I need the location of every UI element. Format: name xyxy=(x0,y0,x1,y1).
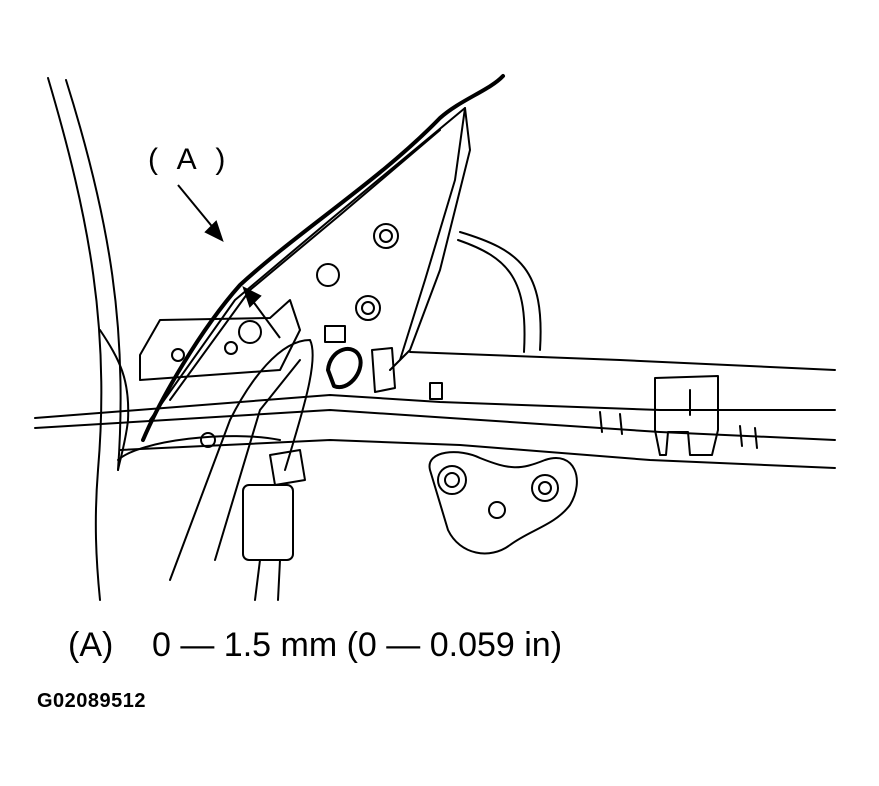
body-curve-inner xyxy=(457,239,526,353)
mirror-cover-inner xyxy=(399,107,466,361)
caption-tag: (A) xyxy=(68,626,114,664)
bolt-5 xyxy=(224,341,238,355)
mirror-cover xyxy=(149,107,471,421)
mount-bracket xyxy=(139,299,301,381)
harness-tube-2 xyxy=(214,359,301,561)
trim-clip xyxy=(654,375,719,456)
small-clip xyxy=(429,382,443,400)
plate-hole xyxy=(488,501,506,519)
harness-tube xyxy=(229,339,314,471)
bracket-hole xyxy=(171,348,185,362)
small-tab xyxy=(324,325,346,343)
plate-bolt-1 xyxy=(437,465,467,495)
caption-text: 0 — 1.5 mm (0 — 0.059 in) xyxy=(152,626,563,664)
bolt-3-inner xyxy=(361,301,375,315)
plate-bolt-2 xyxy=(531,474,559,502)
connector-lead xyxy=(254,559,281,601)
plate-bolt-1-inner xyxy=(444,472,460,488)
bolt-4 xyxy=(238,320,262,344)
mirror-cover-edge xyxy=(169,129,441,401)
stopper xyxy=(371,347,396,393)
harness-ring xyxy=(117,435,281,461)
bolt-3 xyxy=(355,295,381,321)
callout-a-label: ( A ) xyxy=(148,143,232,176)
clearance-caption: (A) 0 — 1.5 mm (0 — 0.059 in) xyxy=(68,626,562,665)
plate-bolt-2-inner xyxy=(538,481,552,495)
body-curve xyxy=(459,231,542,351)
door-mirror-gap-illustration xyxy=(34,74,836,601)
harness-clip xyxy=(269,449,306,486)
pillar-outer-line xyxy=(47,77,103,601)
clip xyxy=(326,347,363,390)
dimension-arrows xyxy=(177,184,281,339)
belt-line-bottom xyxy=(119,439,836,469)
lower-plate xyxy=(428,451,578,555)
bolt-2 xyxy=(316,263,340,287)
bolt-1 xyxy=(373,223,399,249)
belt-line-top xyxy=(409,351,836,371)
harness-tube-3 xyxy=(169,419,231,581)
belt-marks xyxy=(599,411,758,449)
bolt-1-inner xyxy=(379,229,393,243)
figure-id: G02089512 xyxy=(37,690,147,712)
connector xyxy=(242,484,294,561)
bracket-hole-2 xyxy=(200,432,216,448)
pillar-inner-line xyxy=(65,79,122,471)
weatherstrip-edge xyxy=(141,74,505,442)
